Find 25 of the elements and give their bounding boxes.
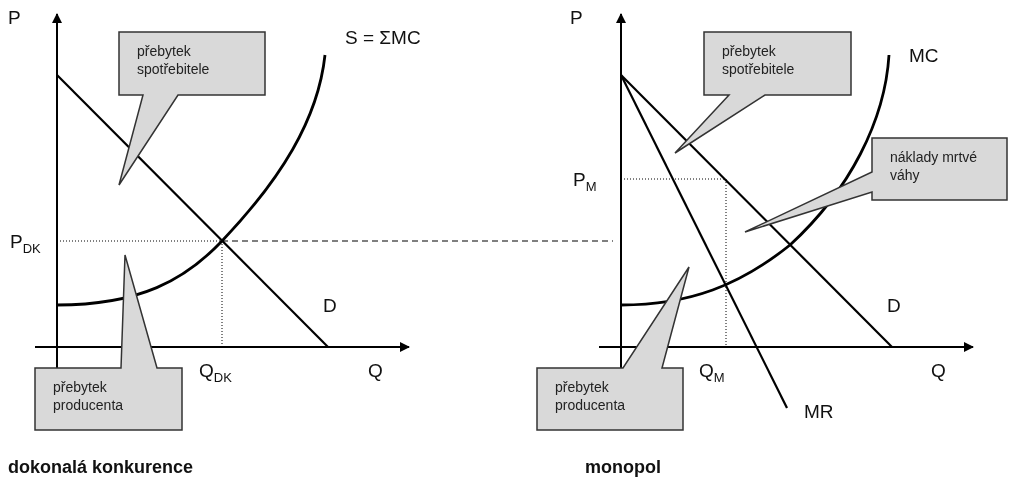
callout-text: přebytek spotřebitele — [137, 42, 211, 79]
callout-bubble — [35, 255, 182, 430]
panel-caption: dokonalá konkurence — [8, 458, 194, 476]
callout-text: náklady mrtvé váhy — [890, 148, 979, 185]
axis-label: P — [570, 8, 583, 27]
axis-label: Q — [931, 361, 946, 380]
axis-label: Q$_{DK}$ — [199, 361, 232, 384]
axis-label: P — [8, 8, 21, 27]
axis-label: Q — [368, 361, 383, 380]
callout-text: přebytek producenta — [53, 378, 125, 415]
callout-bubble — [675, 32, 851, 153]
curve-label: MR — [804, 402, 834, 421]
curve-label: D — [887, 296, 901, 315]
callout-bubble — [537, 267, 689, 430]
curve-label: MC — [909, 46, 939, 65]
callout-bubble — [745, 138, 1007, 232]
axis-label: P$_{DK}$ — [10, 232, 41, 255]
axis-label: P$_{M}$ — [573, 170, 597, 193]
callout-text: přebytek producenta — [555, 378, 627, 415]
callout-text: přebytek spotřebitele — [722, 42, 796, 79]
callout-bubble — [119, 32, 265, 185]
curve-label: D — [323, 296, 337, 315]
curve-label: S = ΣMC — [345, 28, 421, 47]
axis-label: Q$_{M}$ — [699, 361, 725, 384]
panel-caption: monopol — [585, 458, 661, 476]
